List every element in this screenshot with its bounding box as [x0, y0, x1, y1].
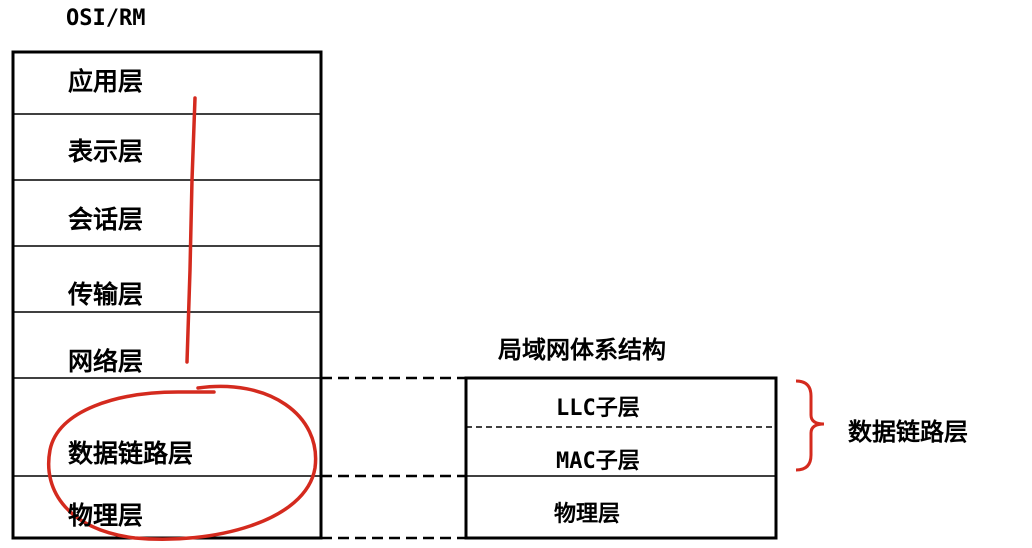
- osi-layer-data-link: 数据链路层: [68, 439, 194, 468]
- osi-layer-physical: 物理层: [68, 501, 144, 530]
- annotation-circle: [47, 384, 318, 541]
- lan-layer-physical: 物理层: [554, 502, 621, 527]
- osi-layer-application: 应用层: [68, 67, 144, 96]
- osi-layer-session: 会话层: [68, 205, 144, 234]
- osi-layer-transport: 传输层: [68, 280, 144, 309]
- lan-box: [464, 376, 778, 540]
- lan-sublayer-llc: LLC子层: [556, 396, 640, 421]
- annotation-vertical-stroke: [185, 96, 197, 364]
- data-link-layer-label: 数据链路层: [848, 418, 968, 446]
- osi-title: OSI/RM: [66, 6, 146, 31]
- osi-layer-network: 网络层: [68, 347, 144, 376]
- data-link-bracket: [795, 379, 825, 472]
- osi-layer-presentation: 表示层: [68, 137, 144, 166]
- lan-sublayer-mac: MAC子层: [556, 449, 640, 474]
- lan-title: 局域网体系结构: [498, 336, 666, 364]
